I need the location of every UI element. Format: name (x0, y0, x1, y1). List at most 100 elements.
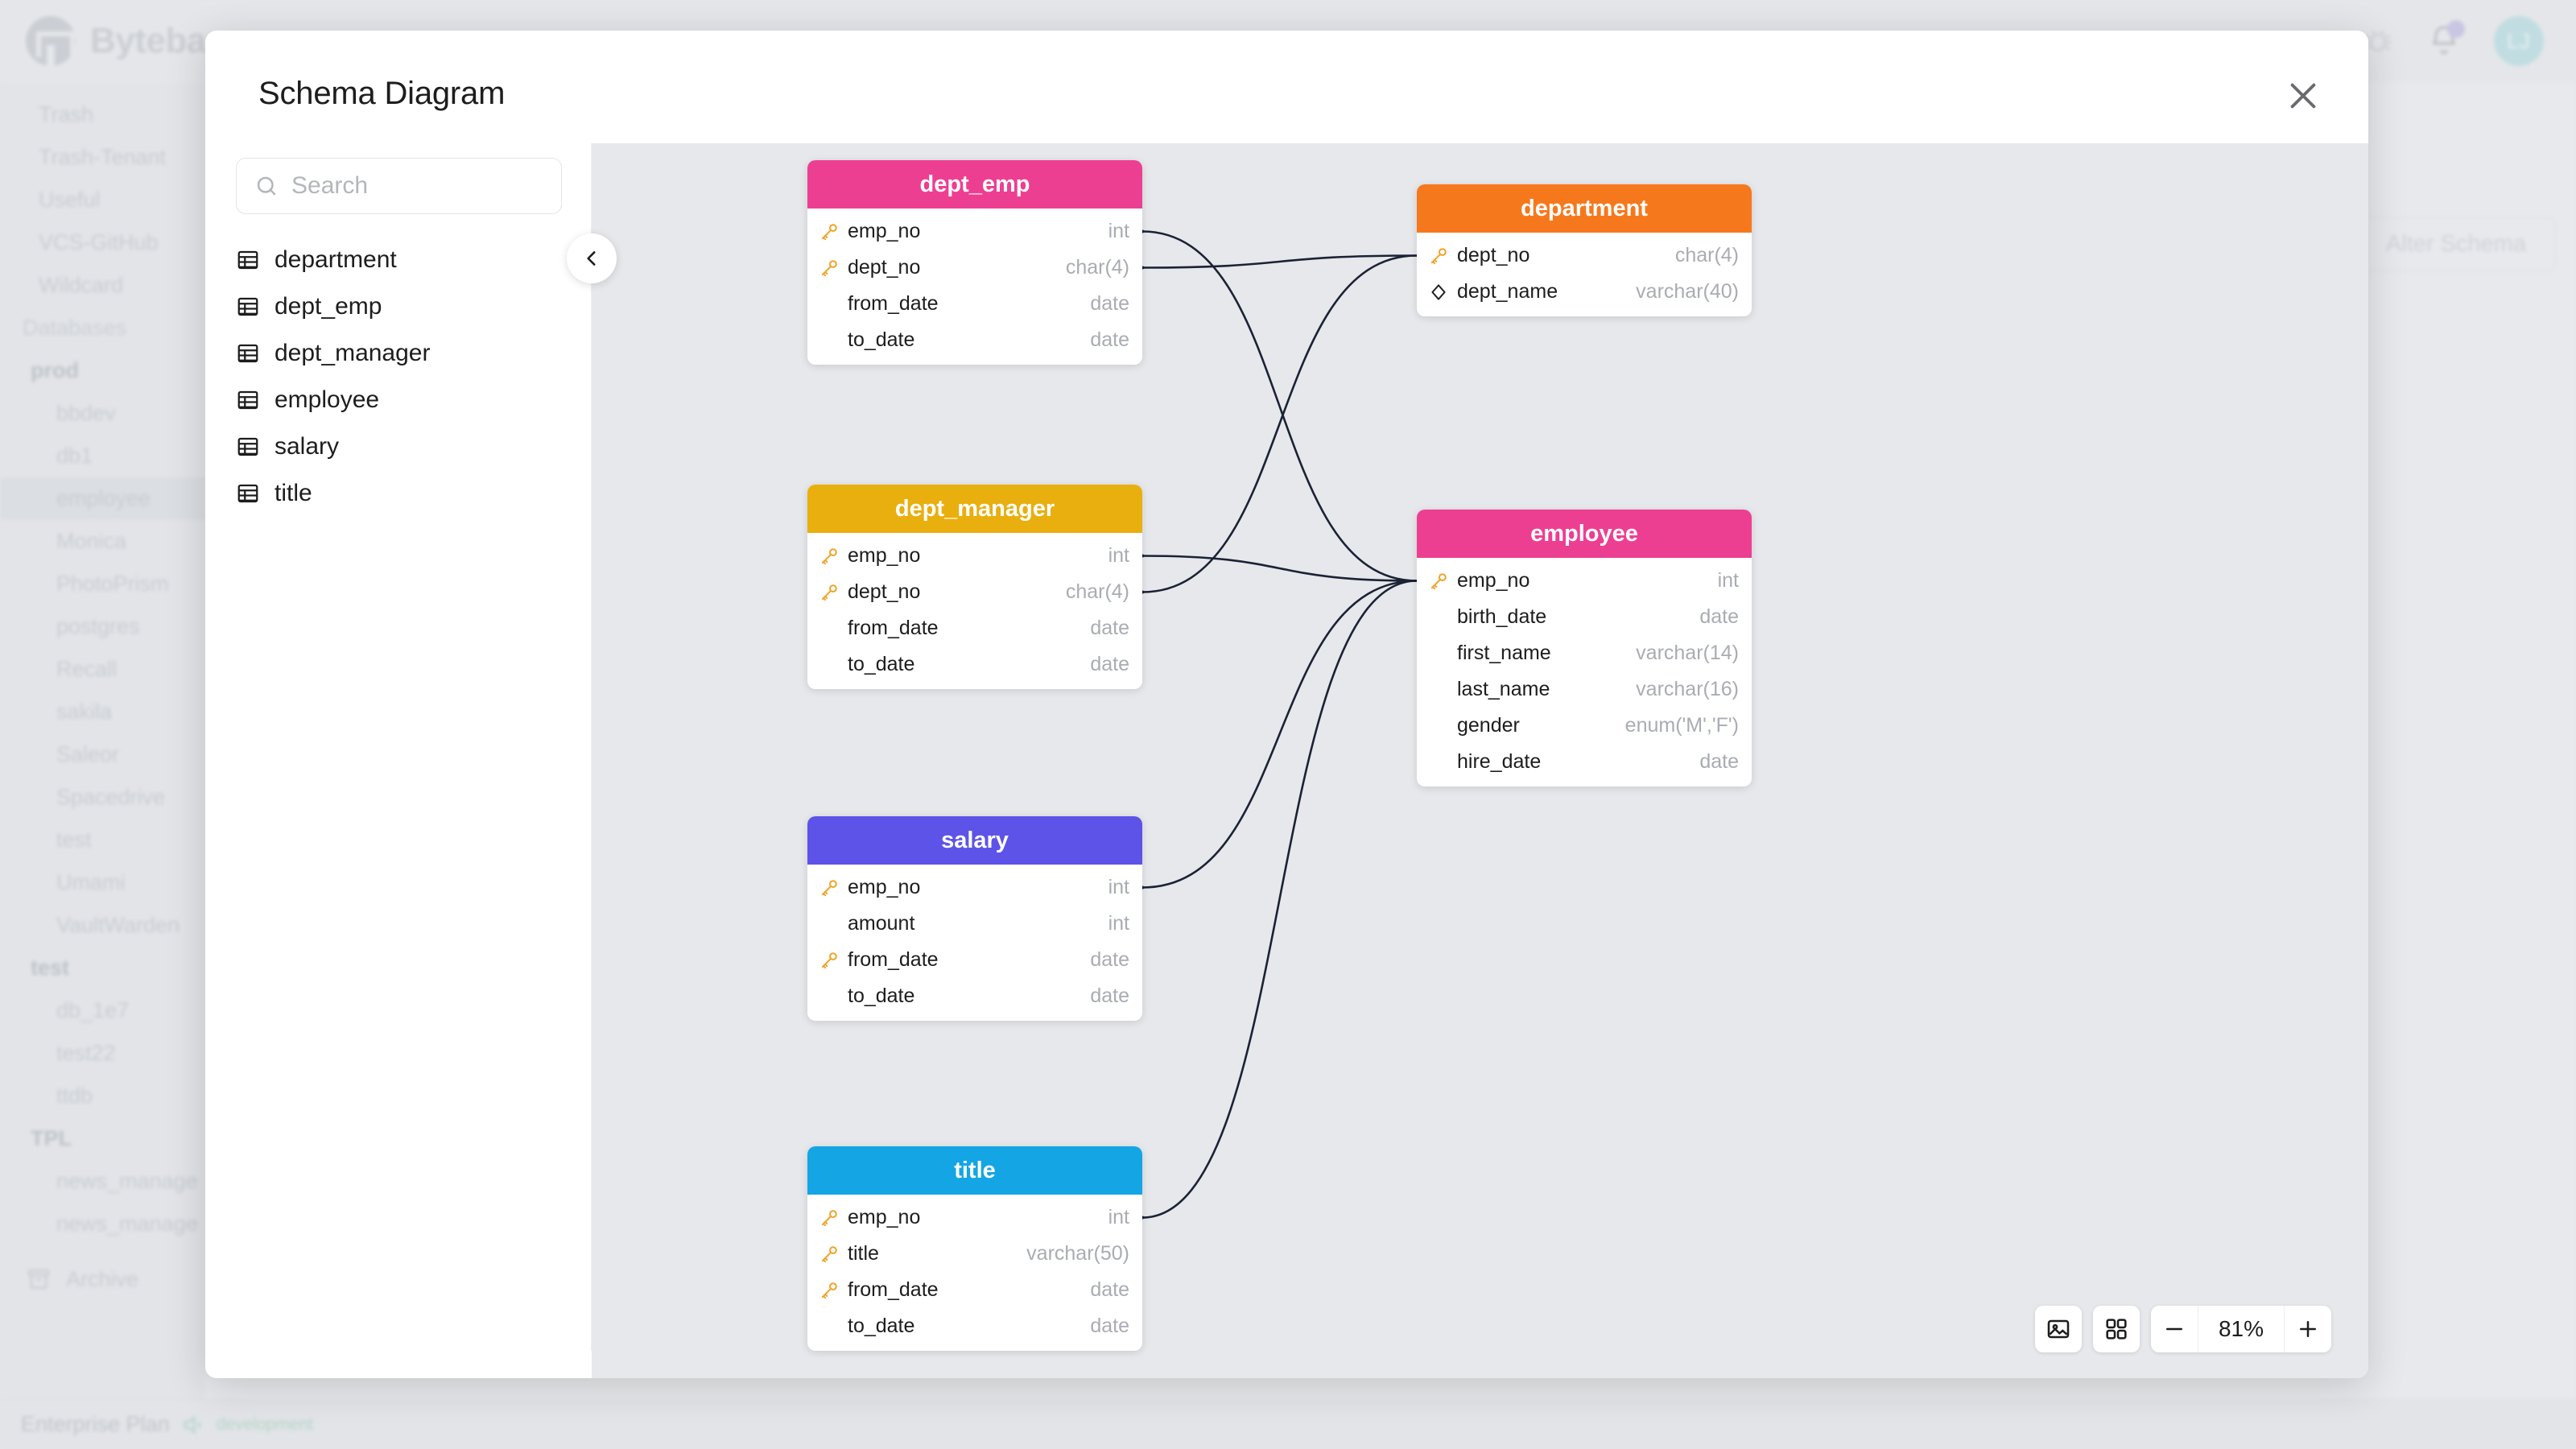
export-image-button[interactable] (2035, 1306, 2082, 1352)
column-type: varchar(14) (1636, 642, 1739, 664)
column-type: int (1717, 569, 1739, 592)
sidebar-item[interactable]: postgres (0, 605, 205, 648)
search-box[interactable] (236, 158, 562, 214)
table-list-item-label: employee (275, 386, 380, 413)
sidebar-item[interactable]: test22 (0, 1032, 205, 1075)
list-item[interactable]: dept_manager (207, 330, 591, 377)
auto-layout-button[interactable] (2093, 1306, 2140, 1352)
close-icon[interactable] (2285, 77, 2322, 114)
sidebar-item[interactable]: employee (0, 477, 205, 520)
column-name: dept_no (848, 256, 921, 279)
list-item[interactable]: title (207, 470, 591, 517)
list-item[interactable]: dept_emp (207, 283, 591, 330)
sidebar-item[interactable]: test (0, 819, 205, 861)
table-column-row[interactable]: to_date date (807, 322, 1142, 358)
speaker-icon[interactable] (181, 1413, 205, 1437)
table-node-title: salary (807, 816, 1142, 865)
sidebar-item-label: bbdev (56, 401, 116, 425)
zoom-in-button[interactable] (2285, 1306, 2331, 1352)
list-item[interactable]: salary (207, 423, 591, 470)
minus-icon (2166, 1327, 2182, 1331)
list-item[interactable]: department (207, 237, 591, 283)
sidebar-item[interactable]: Umami (0, 861, 205, 904)
plus-icon (2300, 1321, 2316, 1337)
primary-key-icon (821, 1282, 837, 1298)
notifications-button[interactable] (2428, 19, 2465, 61)
sidebar-item[interactable]: news_manage (0, 1203, 205, 1245)
sidebar-item[interactable]: Saleor (0, 733, 205, 776)
sidebar-item[interactable]: VaultWarden (0, 904, 205, 947)
zoom-level-label: 81% (2198, 1306, 2285, 1352)
sidebar-item[interactable]: prod (0, 349, 205, 392)
sidebar-item[interactable]: Trash-Tenant (0, 136, 205, 179)
sidebar-item[interactable]: Spacedrive (0, 776, 205, 819)
sidebar-item[interactable]: bbdev (0, 392, 205, 435)
column-type: date (1090, 292, 1129, 315)
zoom-out-button[interactable] (2151, 1306, 2198, 1352)
sidebar-item[interactable]: Monica (0, 520, 205, 563)
sidebar-item[interactable]: Useful (0, 179, 205, 221)
sidebar-item[interactable]: Wildcard (0, 264, 205, 307)
search-input[interactable] (291, 172, 543, 200)
sidebar-item[interactable]: PhotoPrism (0, 563, 205, 605)
sidebar-item[interactable]: news_manage (0, 1160, 205, 1203)
sidebar-item[interactable]: Trash (0, 93, 205, 136)
sidebar-item[interactable]: Recall (0, 648, 205, 691)
sidebar-item[interactable]: db1 (0, 435, 205, 477)
sidebar-item-label: test22 (56, 1041, 116, 1065)
column-name: to_date (848, 328, 915, 351)
app-logo[interactable]: Bytebase (0, 16, 245, 66)
column-name: to_date (848, 1315, 915, 1337)
alter-schema-button[interactable]: Alter Schema (2355, 217, 2556, 271)
relationship-edge (1141, 580, 1418, 1219)
sidebar-item-label: test (31, 956, 70, 980)
archive-icon (27, 1269, 50, 1289)
sidebar-item[interactable]: test (0, 947, 205, 989)
primary-key-icon (821, 259, 837, 276)
sidebar-item[interactable]: VCS-GitHub (0, 221, 205, 264)
sidebar-item[interactable]: db_1e7 (0, 989, 205, 1032)
relationship-edge (1141, 254, 1418, 593)
column-type: date (1090, 328, 1129, 351)
sidebar-item[interactable]: ttdb (0, 1075, 205, 1117)
sidebar-item[interactable]: TPL (0, 1117, 205, 1160)
list-item[interactable]: employee (207, 377, 591, 423)
column-type: date (1699, 750, 1739, 773)
sidebar-item[interactable]: sakila (0, 691, 205, 733)
collapse-pane-button[interactable] (567, 233, 617, 283)
avatar[interactable]: LJ (2494, 16, 2544, 66)
sidebar-item-archive[interactable]: Archive (0, 1257, 205, 1302)
